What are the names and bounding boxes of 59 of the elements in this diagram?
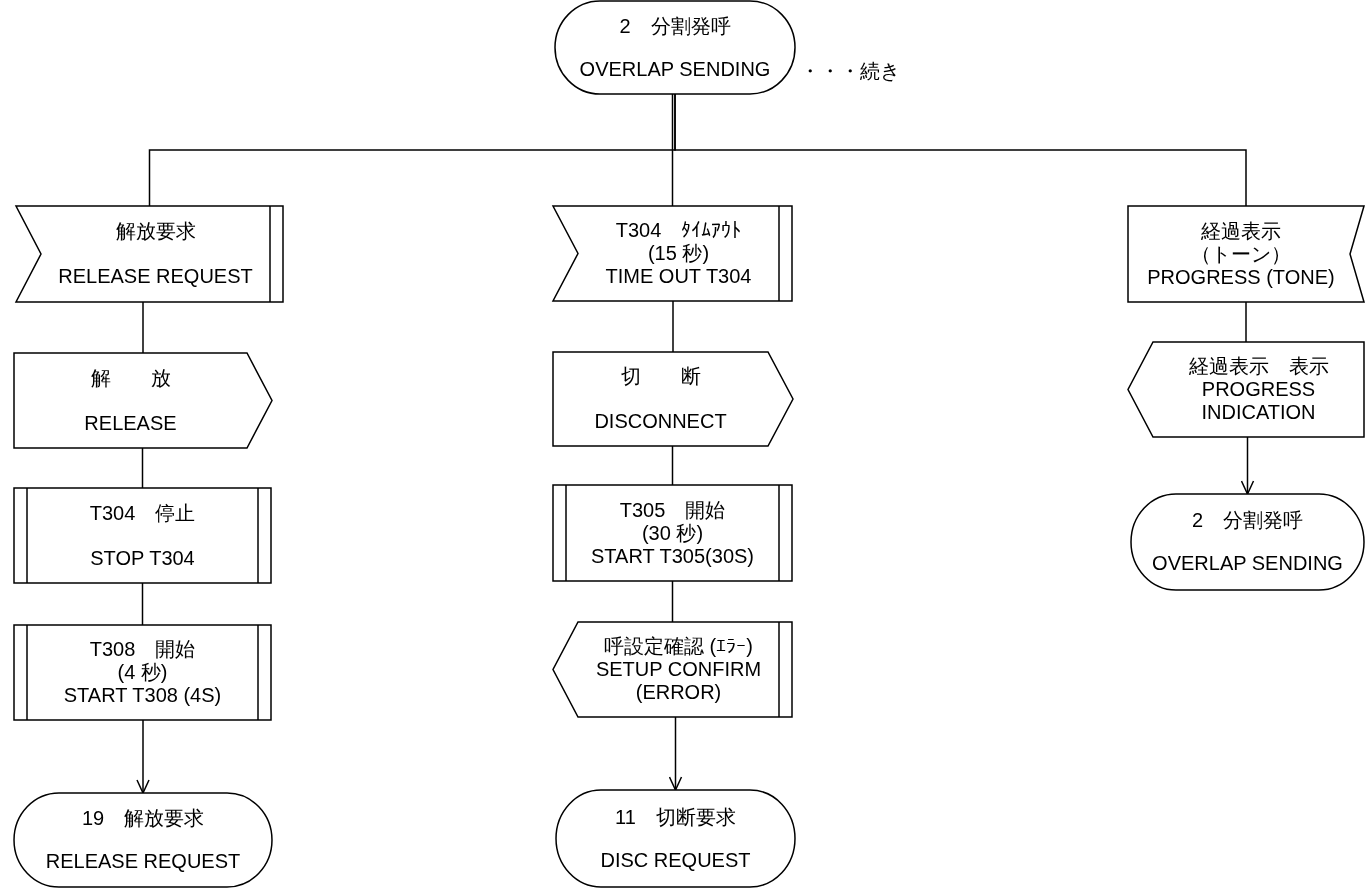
node-label: 解放要求 <box>115 220 196 243</box>
node-label: （トーン） <box>1191 242 1291 266</box>
node-label: 2 分割発呼 <box>1191 509 1304 532</box>
arrow <box>1240 436 1255 495</box>
process-box <box>553 485 792 581</box>
connector-line <box>674 93 1247 207</box>
arrow <box>668 716 683 791</box>
connector-line <box>142 301 144 354</box>
connector-line <box>141 447 144 489</box>
node-label: T304 ﾀｲﾑｱｳﾄ <box>615 219 742 242</box>
node-label: RELEASE REQUEST <box>58 265 253 288</box>
input-signal-box <box>553 206 792 301</box>
process-box <box>14 625 271 720</box>
state-terminal <box>14 793 272 887</box>
node-label: TIME OUT T304 <box>605 265 752 288</box>
node-label: (30 秒) <box>641 521 704 545</box>
input-signal-box <box>1128 206 1364 302</box>
output-signal-box <box>14 353 272 448</box>
node-label: OVERLAP SENDING <box>579 57 771 81</box>
state-terminal <box>1131 494 1364 590</box>
process-box <box>14 488 271 583</box>
connector-line <box>671 445 674 486</box>
connector-line <box>671 580 674 623</box>
connector-line <box>1245 301 1247 343</box>
node-label: T308 開始 <box>89 638 196 661</box>
output-signal-box <box>553 622 792 717</box>
node-label: 経過表示 <box>1201 219 1281 243</box>
node-label: T305 開始 <box>619 498 726 522</box>
output-signal-box <box>1128 342 1364 437</box>
output-signal-box <box>553 352 793 446</box>
connector-line <box>141 582 144 626</box>
node-label: START T308 (4S) <box>63 684 222 707</box>
node-label: SETUP CONFIRM (ERROR) <box>594 658 763 704</box>
state-terminal <box>556 790 795 887</box>
node-label: (4 秒) <box>117 661 168 684</box>
node-label: (15 秒) <box>647 242 710 265</box>
node-label: 解 放 <box>90 366 171 390</box>
node-label: OVERLAP SENDING <box>1152 552 1343 575</box>
node-label: 切 断 <box>620 365 701 388</box>
node-label: RELEASE REQUEST <box>45 850 241 873</box>
node-label: 呼設定確認 (ｴﾗｰ) <box>604 635 753 658</box>
continuation-note: ・・・続き <box>800 60 900 83</box>
node-label: PROGRESS INDICATION <box>1200 378 1317 424</box>
node-label: DISC REQUEST <box>600 848 751 872</box>
input-signal-box <box>16 206 283 302</box>
node-label: DISCONNECT <box>594 410 727 433</box>
node-label: START T305(30S) <box>590 544 754 568</box>
node-label: 11 切断要求 <box>615 805 736 829</box>
node-label: 経過表示 表示 <box>1188 355 1329 378</box>
node-label: 19 解放要求 <box>81 807 205 830</box>
node-label: RELEASE <box>84 411 177 435</box>
node-label: T304 停止 <box>89 501 196 525</box>
node-label: PROGRESS (TONE) <box>1147 265 1335 289</box>
arrow <box>136 719 150 794</box>
connector-line <box>671 93 674 207</box>
connector-line <box>672 300 674 353</box>
state-terminal <box>555 1 795 94</box>
node-label: 2 分割発呼 <box>619 14 731 38</box>
node-label: STOP T304 <box>90 546 195 570</box>
